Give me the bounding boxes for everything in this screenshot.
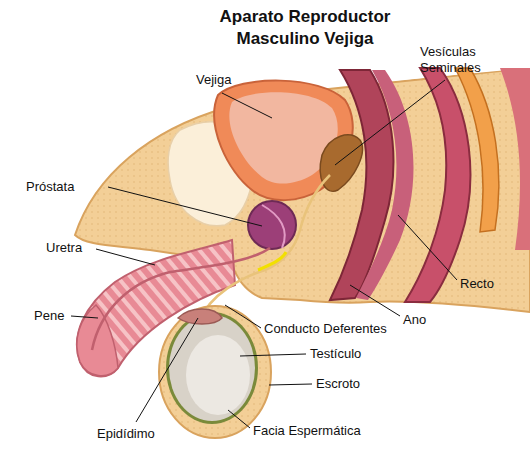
- part-label: Recto: [460, 276, 494, 292]
- part-label: Conducto Deferentes: [264, 321, 387, 337]
- part-label: Pene: [34, 308, 64, 324]
- part-label: Vesículas Seminales: [420, 44, 520, 76]
- diagram-title: Aparato Reproductor Masculino Vejiga: [190, 6, 420, 50]
- part-label: Ano: [403, 312, 426, 328]
- part-label: Facia Espermática: [253, 423, 361, 439]
- part-label: Vejiga: [196, 72, 231, 88]
- part-label: Testículo: [310, 346, 361, 362]
- leader-lines: [71, 80, 457, 428]
- part-label: Epidídimo: [97, 426, 155, 442]
- part-label: Próstata: [26, 179, 74, 195]
- part-label: Uretra: [46, 240, 82, 256]
- part-label: Escroto: [316, 376, 360, 392]
